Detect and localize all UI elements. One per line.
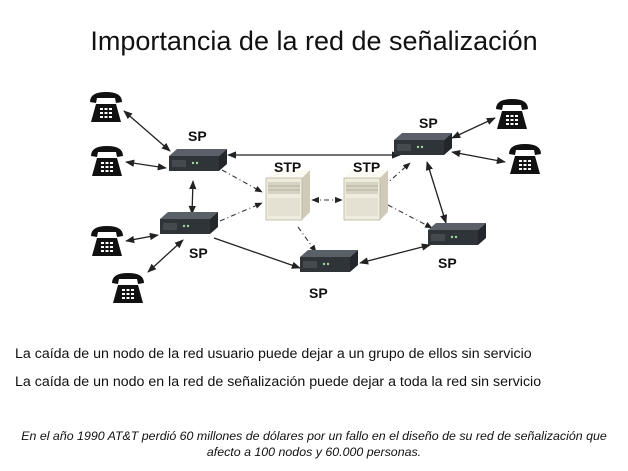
telephone-icon: [90, 92, 122, 122]
stp-cabinet-icon-right: [343, 169, 389, 221]
label-sp-bottom: SP: [309, 285, 328, 301]
link-phone1-sp1: [123, 110, 171, 152]
label-sp-mid-right: SP: [438, 255, 457, 271]
stp-cabinet-icon-left: [265, 169, 311, 221]
sp-switch-icon-mid-left: [160, 212, 218, 234]
sp-switch-icon-mid-right: [428, 223, 486, 245]
sp-switch-icon-top-right: [394, 133, 452, 155]
label-sp-top-left: SP: [188, 128, 207, 144]
telephone-icon: [91, 146, 123, 176]
user-links: [123, 110, 506, 273]
signaling-links: [219, 162, 433, 253]
footnote: En el año 1990 AT&T perdió 60 millones d…: [21, 429, 607, 459]
sig-stp2-sp5: [387, 204, 433, 229]
label-stp-right: STP: [353, 159, 380, 175]
label-sp-top-right: SP: [419, 115, 438, 131]
statement-signaling-network: La caída de un nodo en la red de señaliz…: [15, 374, 542, 390]
slide-title: Importancia de la red de señalización: [90, 26, 538, 56]
link-phone2-sp1: [125, 159, 167, 171]
telephone-icon: [91, 226, 123, 256]
trunk-sp1-sp2: [188, 180, 197, 215]
sig-sp2-stp1: [219, 202, 263, 222]
trunk-sp3-sp5: [359, 243, 431, 265]
statement-user-network: La caída de un nodo de la red usuario pu…: [15, 346, 532, 362]
link-phone3-sp2: [125, 232, 159, 244]
link-phone6-sp4: [451, 149, 506, 165]
label-stp-left: STP: [274, 159, 301, 175]
label-sp-mid-left: SP: [189, 245, 208, 261]
sig-stp2-sp4: [383, 162, 411, 187]
trunk-links: [188, 151, 448, 269]
sig-stp1-sp3: [297, 226, 317, 253]
trunk-sp2-sp3: [213, 237, 301, 269]
telephone-icon: [496, 99, 528, 129]
signaling-network-diagram: SP SP SP SP SP STP STP: [90, 92, 541, 303]
link-phone4-sp2: [147, 239, 184, 273]
telephone-icon: [509, 144, 541, 174]
sp-switch-icon-bottom: [300, 250, 358, 272]
sig-sp1-stp1: [221, 169, 263, 193]
trunk-sp4-sp5: [425, 161, 448, 224]
telephone-icon: [112, 273, 144, 303]
sp-switch-icon-top-left: [169, 149, 227, 171]
link-phone5-sp4: [451, 117, 496, 139]
